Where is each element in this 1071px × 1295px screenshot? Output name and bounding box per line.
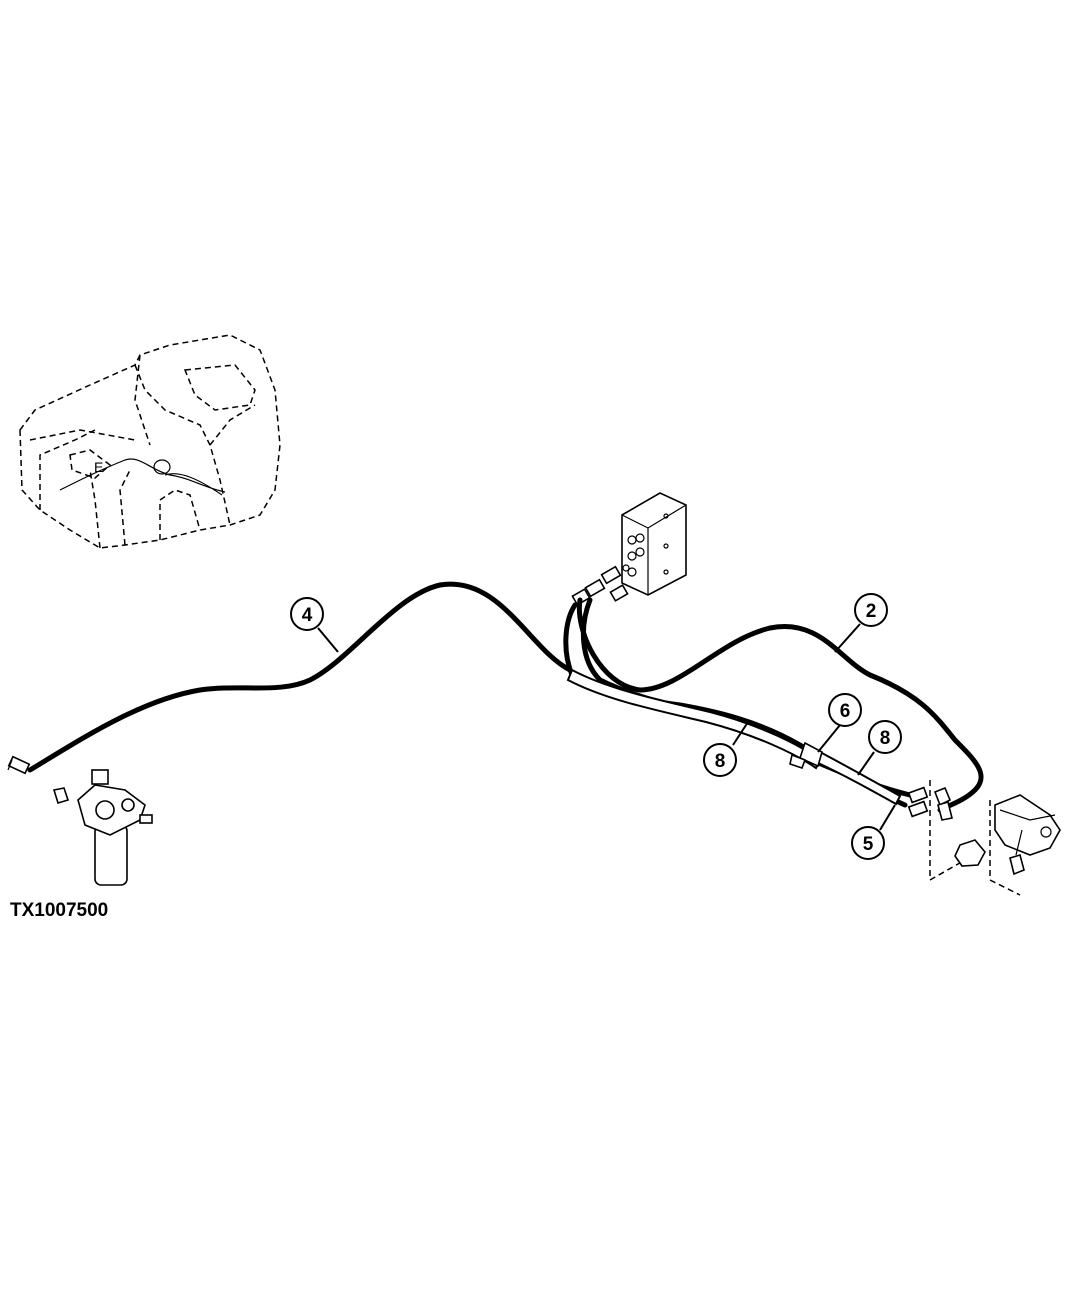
svg-text:8: 8 xyxy=(715,751,726,772)
filter-assembly xyxy=(52,769,153,886)
valve-fittings xyxy=(571,565,629,606)
right-fittings xyxy=(907,786,953,821)
machine-overview-illustration: E xyxy=(19,334,281,549)
hose-4 xyxy=(27,581,573,773)
hose-clamp-6 xyxy=(789,741,823,770)
svg-text:5: 5 xyxy=(863,834,874,855)
callout-leaders xyxy=(317,623,896,831)
callout-8-right: 8 xyxy=(868,720,902,754)
spiral-sleeve-8 xyxy=(566,668,902,806)
callout-4: 4 xyxy=(290,597,324,631)
pilot-valve-assembly xyxy=(929,780,1061,896)
callout-2: 2 xyxy=(854,593,888,627)
figure-id-label: TX1007500 xyxy=(10,900,109,921)
svg-text:8: 8 xyxy=(880,728,891,749)
hose-4-end-fitting xyxy=(7,755,31,775)
svg-text:6: 6 xyxy=(840,701,851,722)
callout-5: 5 xyxy=(851,826,885,860)
callout-6: 6 xyxy=(828,693,862,727)
svg-text:E: E xyxy=(94,459,103,475)
hose-2 xyxy=(576,597,984,813)
control-valve-block xyxy=(621,492,687,596)
callout-8-left: 8 xyxy=(703,743,737,777)
svg-text:2: 2 xyxy=(866,601,877,622)
svg-text:4: 4 xyxy=(302,605,313,626)
